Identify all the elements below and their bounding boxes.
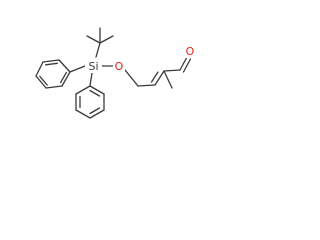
bond-vinyl-carbon-to-methyl bbox=[163, 70, 173, 89]
main-chain bbox=[100, 56, 192, 89]
aldehyde-double-bond-b bbox=[182, 58, 192, 73]
ring-bond bbox=[61, 71, 71, 87]
ether-oxygen-label-background bbox=[113, 59, 125, 73]
aldehyde-oxygen-label: O bbox=[186, 45, 195, 58]
bond-silicon-to-quaternary-carbon bbox=[95, 42, 101, 58]
ring-bond bbox=[35, 75, 47, 89]
bond-silicon-to-phenyl-lower bbox=[89, 72, 93, 87]
bond-methylene-to-vinyl-carbon bbox=[137, 84, 156, 87]
ring-double-bond-inner bbox=[59, 71, 68, 84]
ring-double-bond-inner bbox=[44, 62, 58, 66]
ring-bond bbox=[58, 59, 71, 73]
aldehyde-double-bond-a bbox=[179, 56, 188, 71]
ring-bond bbox=[45, 85, 63, 89]
chemical-structure: Si O O bbox=[35, 27, 196, 119]
ring-bond bbox=[89, 109, 105, 119]
ring-bond bbox=[89, 85, 105, 95]
ring-bond bbox=[75, 109, 91, 119]
ring-bond bbox=[42, 59, 60, 63]
ring-double-bond-inner bbox=[89, 107, 101, 115]
atom-labels: Si O O bbox=[85, 44, 196, 73]
phenyl-ring-lower bbox=[75, 72, 105, 119]
ring-bond bbox=[35, 61, 44, 77]
silicon-label-background bbox=[85, 59, 102, 73]
ether-oxygen-label: O bbox=[115, 60, 124, 73]
ring-double-bond-inner bbox=[89, 89, 101, 97]
bond-oxygen-to-methylene bbox=[124, 69, 139, 87]
ring-double-bond-inner bbox=[39, 75, 48, 86]
double-bond-vinyl-inner bbox=[150, 71, 159, 83]
double-bond-vinyl-outer bbox=[154, 70, 165, 86]
silicon-label: Si bbox=[88, 60, 98, 73]
bond-vinyl-carbon-to-aldehyde-carbon bbox=[163, 69, 181, 72]
phenyl-ring-upper-left bbox=[35, 59, 86, 89]
ring-bond bbox=[75, 85, 91, 95]
aldehyde-oxygen-label-background bbox=[184, 44, 196, 58]
bond-quaternary-carbon-to-methyl-left bbox=[86, 35, 101, 44]
bond-silicon-to-phenyl-upper bbox=[69, 65, 86, 73]
bond-quaternary-carbon-to-methyl-right bbox=[99, 35, 114, 44]
tert-butyl-group bbox=[86, 27, 114, 58]
